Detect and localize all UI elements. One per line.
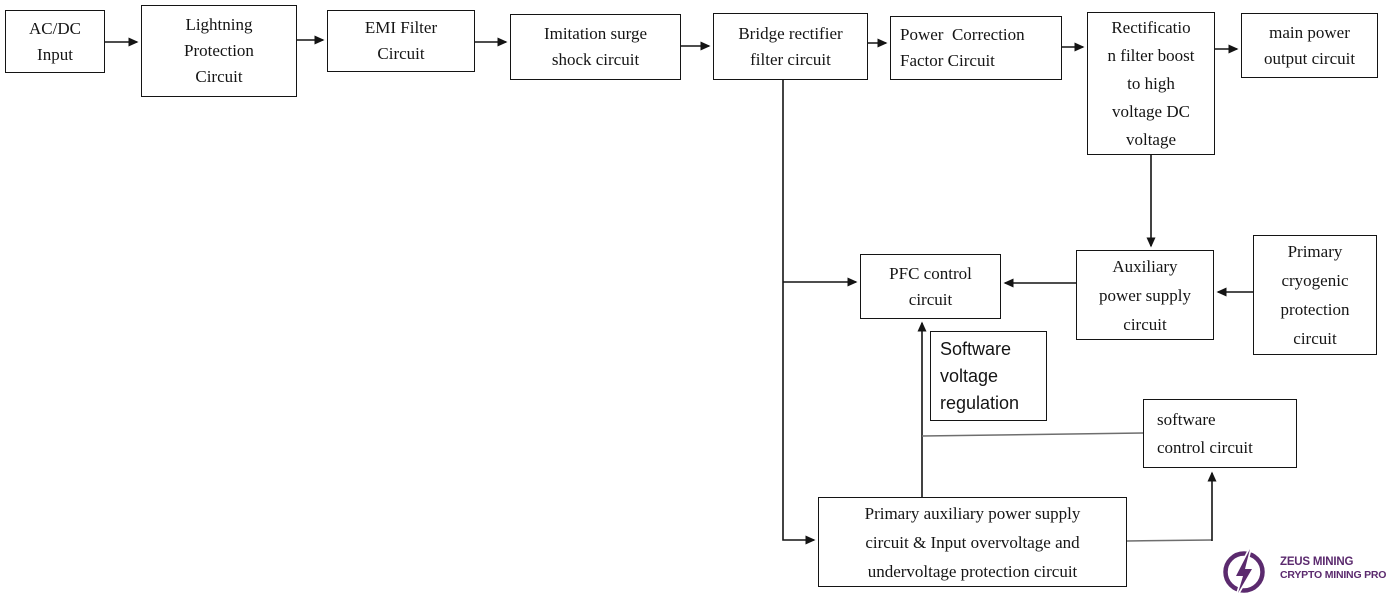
- node-software-voltage-regulation: Software voltage regulation: [930, 331, 1047, 421]
- node-primary-cryogenic-protection-label: Primary cryogenic protection circuit: [1280, 242, 1350, 348]
- node-imitation-surge: Imitation surge shock circuit: [510, 14, 681, 80]
- node-rectification-boost-label: Rectificatio n filter boost to high volt…: [1107, 17, 1195, 149]
- node-primary-cryogenic-protection: Primary cryogenic protection circuit: [1253, 235, 1377, 355]
- node-power-correction-factor-label: Power Correction Factor Circuit: [900, 25, 1025, 70]
- node-main-power-output-label: main power output circuit: [1263, 22, 1356, 68]
- node-bridge-rectifier: Bridge rectifier filter circuit: [713, 13, 868, 80]
- node-lightning-protection-label: Lightning Protection Circuit: [184, 15, 254, 86]
- node-pfc-control: PFC control circuit: [860, 254, 1001, 319]
- node-lightning-protection: Lightning Protection Circuit: [141, 5, 297, 97]
- node-auxiliary-power-supply: Auxiliary power supply circuit: [1076, 250, 1214, 340]
- line-paux-to-swc-horizontal: [1126, 539, 1213, 542]
- node-primary-auxiliary-protection-label: Primary auxiliary power supply circuit &…: [864, 503, 1081, 581]
- line-paux-branch-to-swc: [921, 432, 1144, 437]
- node-auxiliary-power-supply-label: Auxiliary power supply circuit: [1098, 256, 1192, 334]
- node-acdc-input-label: AC/DC Input: [29, 18, 81, 64]
- arrow-bridge-to-paux: [782, 80, 816, 545]
- node-emi-filter-label: EMI Filter Circuit: [364, 18, 438, 63]
- logo-text-line1: ZEUS MINING: [1280, 556, 1354, 568]
- node-pfc-control-label: PFC control circuit: [889, 263, 972, 309]
- lightning-bolt-circle-icon: [1223, 548, 1265, 594]
- node-software-control: software control circuit: [1143, 399, 1297, 468]
- node-emi-filter: EMI Filter Circuit: [327, 10, 475, 72]
- node-rectification-boost: Rectificatio n filter boost to high volt…: [1087, 12, 1215, 155]
- node-software-control-label: software control circuit: [1157, 409, 1253, 457]
- node-imitation-surge-label: Imitation surge shock circuit: [543, 24, 648, 69]
- node-power-correction-factor: Power Correction Factor Circuit: [890, 16, 1062, 80]
- node-primary-auxiliary-protection: Primary auxiliary power supply circuit &…: [818, 497, 1127, 587]
- node-main-power-output: main power output circuit: [1241, 13, 1378, 78]
- node-bridge-rectifier-label: Bridge rectifier filter circuit: [738, 23, 843, 69]
- node-software-voltage-regulation-label: Software voltage regulation: [940, 338, 1020, 413]
- logo-text-line2: CRYPTO MINING PRO: [1280, 569, 1386, 581]
- node-acdc-input: AC/DC Input: [5, 10, 105, 73]
- zeus-mining-logo: ZEUS MINING CRYPTO MINING PRO: [1219, 548, 1386, 594]
